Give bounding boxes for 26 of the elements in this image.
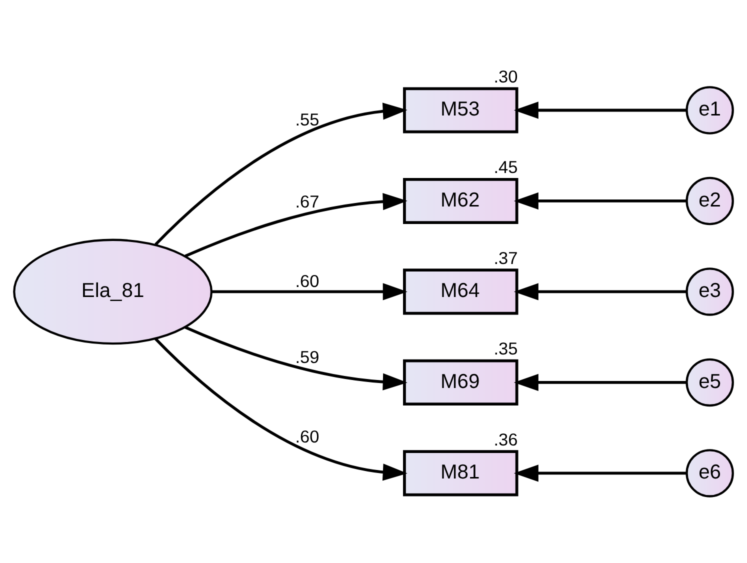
edge-label: .60: [295, 270, 320, 290]
node-circle: e3: [686, 267, 734, 316]
node-label: .36: [494, 428, 518, 449]
edge-label: .59: [295, 346, 320, 367]
node-label: .35: [494, 338, 518, 358]
edge-label: .60: [295, 426, 320, 446]
node-label: .37: [494, 247, 518, 268]
node-label: .45: [494, 156, 518, 177]
node-ellipse: Ela_81: [13, 238, 213, 344]
arrow: [184, 326, 408, 390]
arrow: [184, 192, 408, 257]
node-circle: e2: [686, 176, 734, 225]
node-circle: e5: [686, 358, 734, 406]
node-label: .30: [494, 66, 518, 86]
arrow: [154, 102, 408, 246]
arrow: [514, 464, 687, 482]
arrow: [514, 101, 687, 118]
node-circle: e6: [686, 448, 734, 497]
arrow: [514, 373, 687, 391]
arrow: [212, 282, 408, 300]
edge-label: .67: [295, 191, 320, 212]
arrow: [514, 192, 687, 210]
arrow: [154, 337, 408, 480]
node-circle: e1: [686, 86, 734, 134]
edge-label: .55: [295, 109, 320, 130]
arrow: [514, 282, 687, 300]
